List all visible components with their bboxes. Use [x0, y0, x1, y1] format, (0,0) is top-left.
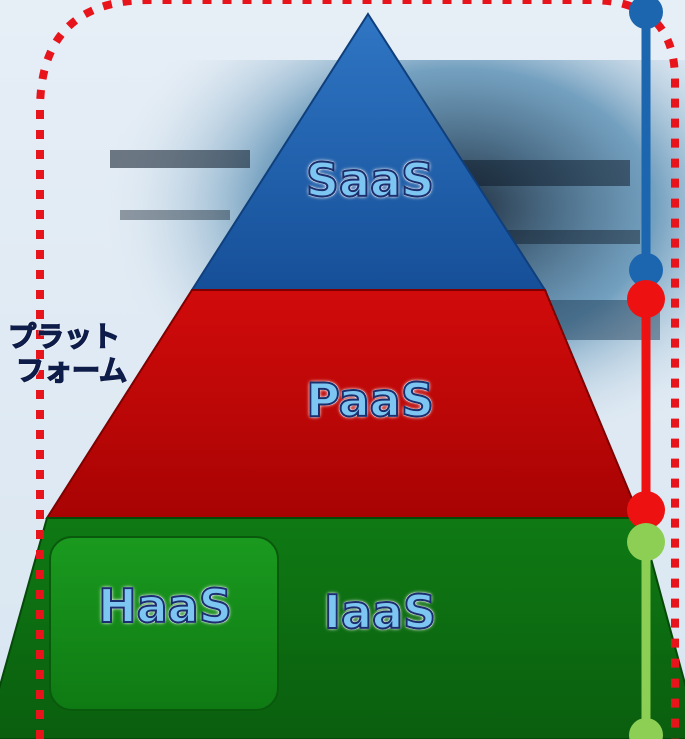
platform-label-line2: フォーム: [15, 353, 128, 387]
paas-range-start: [627, 280, 665, 318]
platform-label-line1: プラット: [7, 319, 121, 353]
platform-boundary: [36, 0, 679, 739]
saas-range-start: [629, 0, 663, 29]
paas-range-end: [627, 491, 665, 529]
iaas-range-start: [627, 523, 665, 561]
range-indicators: [627, 0, 665, 739]
platform-label: プラット フォーム: [7, 319, 128, 387]
saas-range-end: [629, 253, 663, 287]
iaas-label: IaaS: [323, 585, 437, 639]
iaas-range-end: [629, 718, 663, 739]
saas-label: SaaS: [305, 153, 435, 207]
haas-label: HaaS: [97, 579, 233, 633]
haas-box: [49, 536, 279, 711]
paas-label: PaaS: [305, 373, 435, 427]
